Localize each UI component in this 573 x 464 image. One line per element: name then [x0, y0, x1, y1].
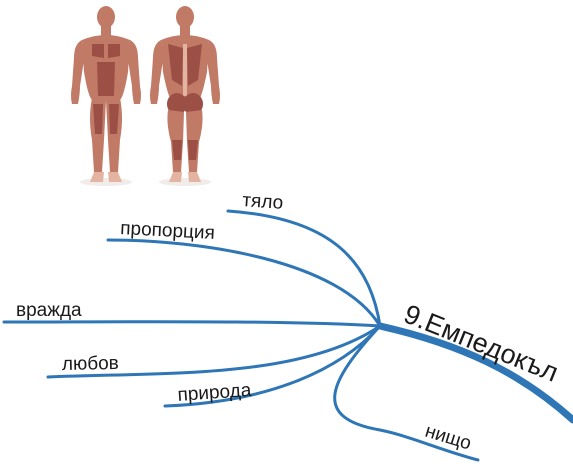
- branch-line-tialo: [226, 209, 382, 328]
- mind-map-branches: [2, 209, 573, 462]
- branch-line-nishto: [333, 324, 480, 462]
- branch-line-priroda: [163, 324, 382, 408]
- branch-label-proportsiia[interactable]: пропорция: [120, 218, 216, 244]
- branch-line-vrazhda: [2, 320, 382, 328]
- branch-line-lyubov: [46, 324, 382, 379]
- branch-label-vrazhda[interactable]: вражда: [16, 300, 82, 321]
- anatomy-muscle-figures-icon: [71, 6, 220, 186]
- front-anatomy-figure: [71, 6, 141, 186]
- branch-line-proportsiia: [106, 238, 382, 328]
- central-topic-label[interactable]: 9.Емпедокъл: [400, 299, 563, 388]
- branch-line-central: [376, 322, 573, 424]
- branch-label-priroda[interactable]: природа: [177, 380, 253, 406]
- back-anatomy-figure: [150, 6, 220, 186]
- branch-label-lyubov[interactable]: любов: [62, 353, 119, 375]
- branch-label-tialo[interactable]: тяло: [242, 190, 284, 214]
